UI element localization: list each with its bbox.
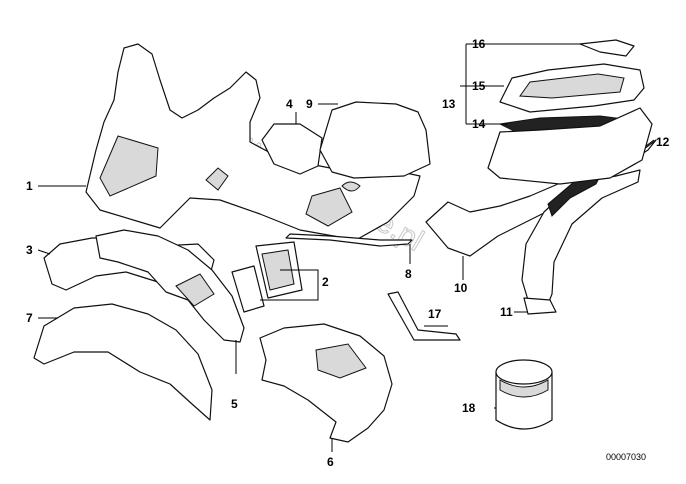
callout-7: 7 (26, 311, 33, 325)
part-front-mudguard (33, 303, 213, 421)
callout-9: 9 (306, 97, 313, 111)
callout-14: 14 (472, 117, 486, 131)
callout-6: 6 (327, 455, 334, 469)
part-top-case (487, 39, 653, 185)
part-lower-fairing (259, 323, 393, 443)
part-front-fairing (85, 43, 421, 241)
callout-18: 18 (462, 401, 476, 415)
callout-4: 4 (286, 97, 293, 111)
callout-5: 5 (231, 397, 238, 411)
part-tank-cover (319, 101, 431, 192)
part-seal (387, 291, 461, 341)
callout-2: 2 (322, 275, 329, 289)
callout-1: 1 (26, 179, 33, 193)
callout-17: 17 (428, 307, 442, 321)
callout-labels: 1 2 3 4 5 6 7 8 9 10 11 12 13 14 15 16 1… (26, 37, 670, 469)
callout-13: 13 (442, 97, 456, 111)
part-paint-tin (495, 359, 553, 430)
callout-10: 10 (454, 281, 468, 295)
part-trim-strip (285, 233, 413, 247)
callout-8: 8 (405, 267, 412, 281)
callout-12: 12 (656, 135, 670, 149)
callout-11: 11 (500, 305, 513, 319)
callout-15: 15 (472, 79, 486, 93)
part-mirror-panel (261, 123, 323, 175)
callout-3: 3 (26, 243, 33, 257)
part-inner-fairing (95, 229, 245, 343)
leader-lines (37, 43, 655, 452)
reference-code: 00007030 (606, 452, 646, 462)
part-vent-grilles (231, 241, 303, 313)
callout-16: 16 (472, 37, 486, 51)
